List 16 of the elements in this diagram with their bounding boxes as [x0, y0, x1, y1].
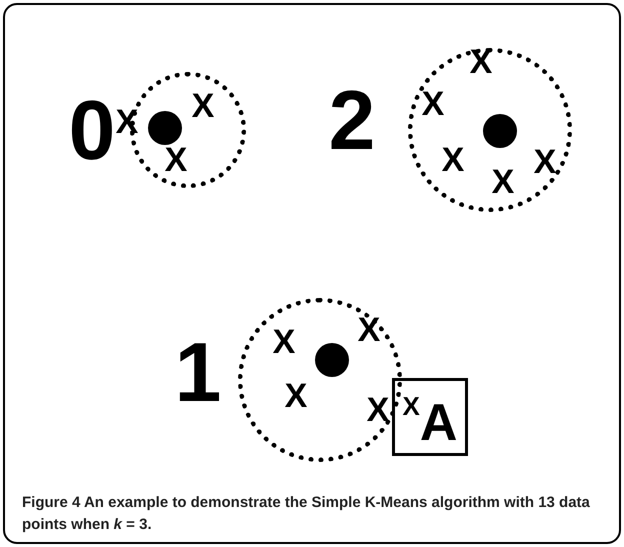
data-point-mark: X — [366, 393, 390, 427]
cluster-number: 0 — [68, 88, 116, 172]
data-point-mark: X — [534, 145, 556, 179]
cluster-number: 1 — [174, 330, 222, 414]
figure-caption: Figure 4 An example to demonstrate the Simple K-Means algorithm with 13 data points when k = 3. — [22, 493, 591, 535]
point-letter: A — [420, 397, 458, 449]
data-point-mark: X — [492, 165, 514, 199]
data-point-mark: X — [192, 89, 214, 123]
outlier-box — [392, 378, 468, 456]
data-point-mark: X — [402, 393, 420, 419]
data-point-mark: X — [422, 87, 444, 121]
data-point-mark: X — [164, 143, 188, 177]
cluster-number: 2 — [328, 78, 376, 162]
data-point-mark: X — [442, 143, 464, 177]
data-point-mark: X — [284, 379, 308, 413]
data-point-mark: X — [272, 325, 296, 359]
